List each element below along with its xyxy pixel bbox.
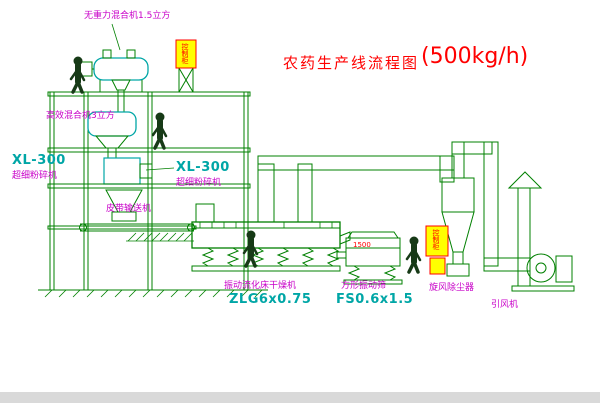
label-dryer-name: 振动流化床干燥机 bbox=[224, 281, 297, 291]
label-cabinet-top: 控制柜 bbox=[181, 43, 189, 64]
operator-figure bbox=[244, 231, 257, 266]
pulverizer bbox=[98, 157, 175, 185]
operator-figure bbox=[407, 237, 420, 272]
induced-draft-fan bbox=[511, 253, 575, 292]
efficient-mixer bbox=[87, 111, 137, 159]
exhaust-duct bbox=[257, 155, 455, 183]
cabinet-pedestal bbox=[178, 67, 194, 93]
label-screen-name: 方形振动筛 bbox=[341, 281, 387, 291]
operator-figure bbox=[153, 113, 166, 148]
label-mixer-mid: 高效混合机3立方 bbox=[46, 111, 115, 121]
label-pulverizer-center-model: XL-300 bbox=[176, 160, 230, 175]
label-belt-conveyor: 皮带输送机 bbox=[106, 204, 152, 214]
diagram-title-row: 农药生产线流程图 (500kg/h) bbox=[283, 44, 528, 73]
discharge-hopper bbox=[105, 189, 143, 222]
label-pulverizer-left-name: 超细粉碎机 bbox=[12, 171, 58, 181]
diagram-title: 农药生产线流程图 bbox=[283, 54, 420, 72]
label-screen-dimension: 1500 bbox=[353, 241, 371, 249]
label-dryer-model: ZLG6x0.75 bbox=[229, 292, 312, 307]
belt-conveyor bbox=[79, 223, 195, 242]
label-screen-model: FS0.6x1.5 bbox=[336, 292, 414, 307]
vibrating-screen bbox=[336, 231, 403, 285]
label-cyclone: 旋风除尘器 bbox=[429, 283, 475, 293]
label-cabinet-right: 控制柜 bbox=[432, 229, 440, 250]
cyclone-separator bbox=[441, 141, 531, 277]
gravity-free-mixer bbox=[77, 23, 149, 113]
operator-figures bbox=[71, 57, 420, 272]
label-fan: 引风机 bbox=[491, 300, 519, 310]
fluid-bed-dryer bbox=[191, 163, 351, 272]
operator-figure bbox=[71, 57, 84, 92]
control-cabinet-top bbox=[175, 39, 197, 69]
label-pulverizer-center-name: 超细粉碎机 bbox=[176, 178, 222, 188]
diagram-capacity: (500kg/h) bbox=[421, 44, 529, 69]
label-mixer-top: 无重力混合机1.5立方 bbox=[84, 11, 171, 21]
control-cabinet-right bbox=[425, 225, 449, 275]
label-pulverizer-left-model: XL-300 bbox=[12, 153, 66, 168]
window-bottom-strip bbox=[0, 392, 600, 403]
